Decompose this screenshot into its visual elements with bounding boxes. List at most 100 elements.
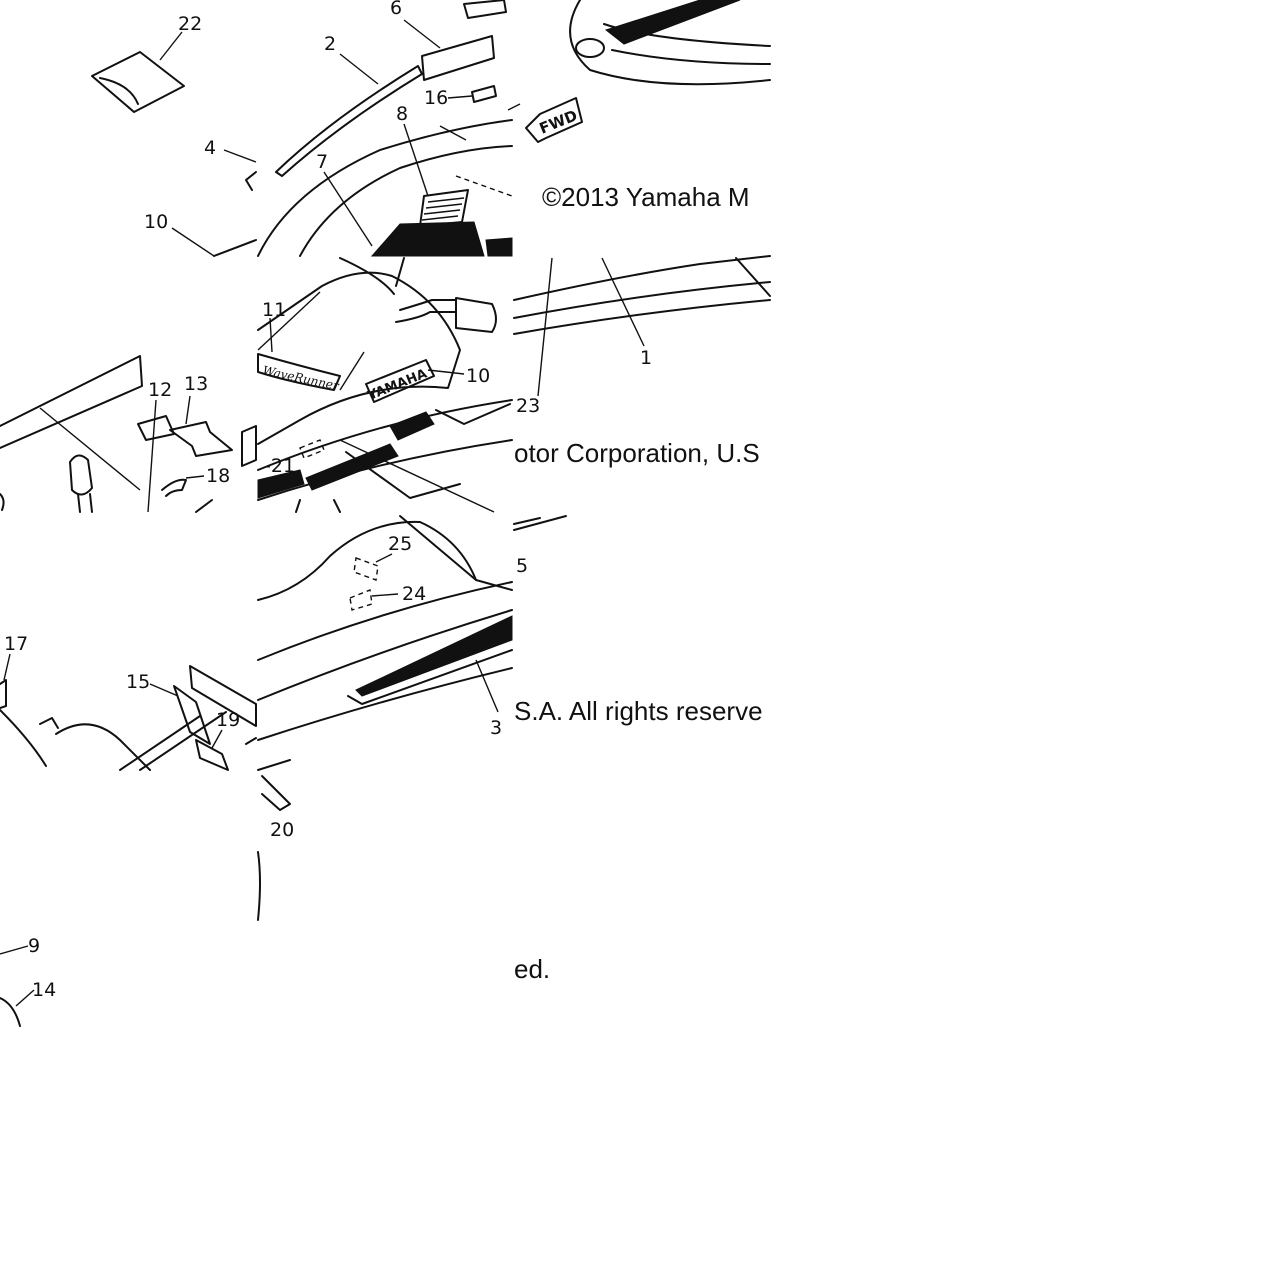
part-19-shape [195,739,229,771]
part-14-shape [0,997,21,1027]
leader-9 [0,945,29,955]
leader-25 [375,553,393,563]
steer-bar-2 [399,299,457,311]
nose-light [575,38,605,58]
tile-top-middle: 6 2 16 8 7 [257,0,513,257]
side-stripe-3 [389,411,435,441]
leader-14 [15,989,35,1007]
deck-line-1 [257,399,513,471]
part-21-shape [299,439,325,459]
part-7-panel [370,221,485,257]
hood-stem [395,257,405,287]
callout-11: 11 [262,299,286,321]
seat-crease [39,407,141,491]
hull-side-3 [513,299,771,335]
part-16-shape [471,85,497,103]
handle-stem [77,493,93,513]
hood-outline [257,271,461,445]
leader-2 [339,53,379,85]
leader-1 [601,257,645,347]
deck-diagonal [339,439,495,513]
callout-8: 8 [396,103,408,125]
hull-dark-stripe [485,237,513,257]
hull-side-1 [513,255,771,301]
part-8-grille [421,197,465,221]
part-25-shape [353,557,379,581]
callout-18: 18 [206,465,230,487]
callout-16: 16 [424,87,448,109]
tile-middle-right: 23 1 otor Corporation, U.S [513,255,771,468]
tile-bottom-center: 25 24 3 [257,515,513,771]
steer-grip [455,297,497,333]
leader-23 [537,257,553,397]
tile-lower-row: 20 9 14 ed. [0,775,550,1027]
leader-6 [403,19,441,49]
tile-top-left: 22 4 10 [91,13,257,257]
deck-rear-line-4 [257,759,291,771]
callout-4: 4 [204,137,216,159]
callout-2: 2 [324,33,336,55]
callout-25: 25 [388,533,412,555]
handle-grip [69,454,93,496]
hull-mark [439,125,467,141]
fwd-arrow-icon [525,97,583,143]
hull-side-2 [513,281,771,319]
copyright-line-3: S.A. All rights reserve [514,696,763,726]
part-15-shape [173,685,211,745]
seat-edge-right [195,499,213,513]
copyright-line-2: otor Corporation, U.S [514,438,760,468]
hood-line [339,351,365,391]
part-22-fold [99,77,139,105]
callout-3: 3 [490,717,502,739]
callout-24: 24 [402,583,426,605]
copyright-line-1: ©2013 Yamaha M [542,182,750,212]
leader-19 [211,729,223,749]
hull-side-4 [735,257,771,297]
seat-lines [119,711,227,771]
part-24-shape [349,589,373,611]
part-22-shape [91,51,185,113]
part-top-plate [189,665,257,727]
callout-14: 14 [32,979,56,1001]
model-script: WaveRunner [261,363,341,393]
nose-line-2 [611,49,771,65]
leader-22 [159,31,183,61]
part-3-panel [355,615,513,697]
part-17-shape [0,679,7,709]
lower-edge-curve [257,851,261,921]
part-6-shape [421,35,495,81]
steer-bar [395,311,457,323]
hull-tail-lines [513,515,567,531]
seat-top-edge [0,355,143,449]
callout-15: 15 [126,671,150,693]
callout-17: 17 [4,633,28,655]
callout-12: 12 [148,379,172,401]
hull-inner-line [299,145,513,257]
leader-18 [185,475,205,479]
seat-edge-left [0,493,5,511]
leader-16 [447,95,473,99]
part-10-brand-decal [365,359,435,403]
part-strip-top [463,0,507,19]
callout-10a: 10 [144,211,168,233]
callout-7: 7 [316,151,328,173]
leader-10b [427,369,465,375]
leader-8 [403,123,429,197]
part-11-decal [257,353,341,391]
tile-top-right: FWD ©2013 Yamaha M [463,0,771,212]
leader-7 [323,171,373,247]
callout-20: 20 [270,819,294,841]
deck-rear-line-1 [257,581,513,661]
leader-4 [223,149,257,163]
part-2-stripe [275,65,423,177]
part-3-frame [347,649,513,705]
callout-23: 23 [516,395,540,417]
side-stripe-2 [305,443,399,491]
callout-19: 19 [216,709,240,731]
deck-corner [435,403,511,425]
deck-rear-outline [257,520,513,601]
callout-9: 9 [28,935,40,957]
leader-13 [185,395,191,425]
callout-13: 13 [184,373,208,395]
